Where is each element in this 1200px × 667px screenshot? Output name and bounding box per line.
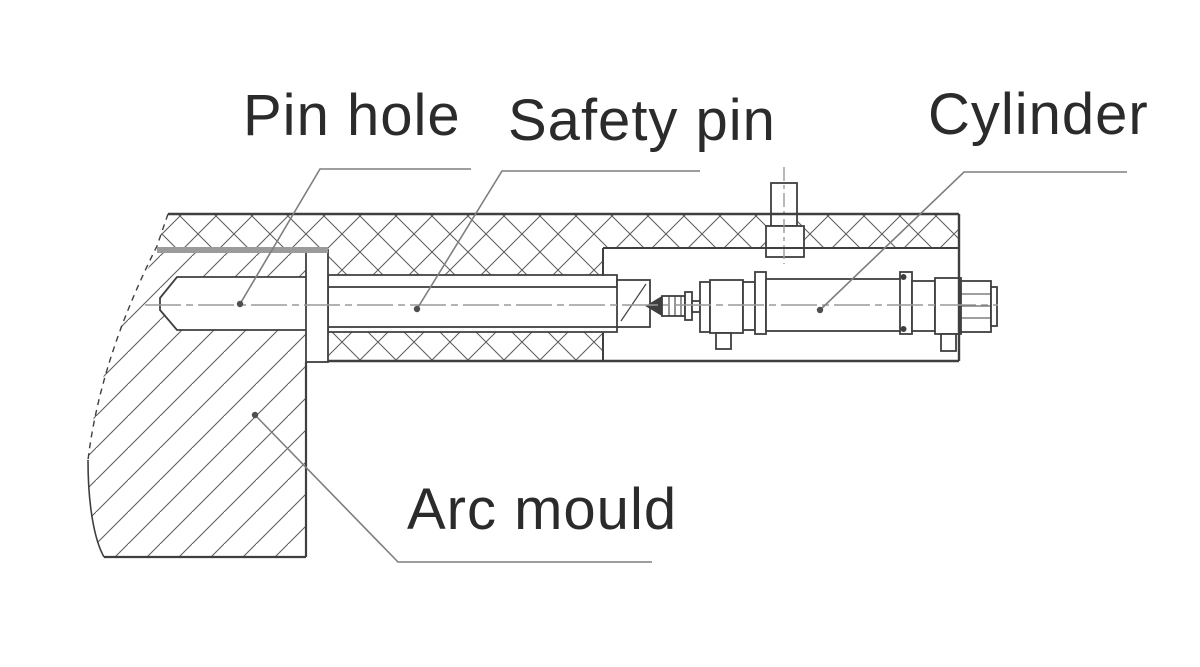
cylinder-front-flange [754, 271, 767, 335]
frame-mid-beam-lower [328, 332, 603, 361]
frame-top-beam-left [157, 214, 328, 247]
frame-outline [87, 212, 961, 559]
leader-lines [239, 168, 1127, 563]
leader-dot-arc-mould [251, 411, 259, 419]
rear-nut-tip [990, 286, 998, 327]
label-cylinder: Cylinder [928, 82, 1149, 147]
front-head-foot [715, 332, 732, 350]
leader-pin-hole [239, 168, 471, 305]
label-safety-pin: Safety pin [508, 88, 776, 153]
coupling-block [709, 279, 744, 334]
pin-retainer-plate [305, 249, 329, 363]
bolt-boss [765, 225, 805, 258]
rear-nut-thread-lines [961, 293, 991, 319]
mould-arc-edge-solid [87, 459, 105, 558]
safety-pin-rod [327, 286, 619, 328]
mould-arc-edge-dashed [87, 213, 169, 461]
leader-dot-safety-pin [413, 305, 421, 313]
rear-cap-foot [940, 333, 957, 352]
rod-neck [691, 300, 701, 313]
cylinder-assembly [616, 271, 998, 352]
mould-gap-band [157, 247, 328, 253]
leader-dot-cylinder [816, 306, 824, 314]
cylinder-rear-flange [899, 271, 913, 335]
cylinder-rear-cap [934, 277, 962, 335]
pin-end-chamfer-line [620, 283, 647, 322]
rod-washer [684, 291, 693, 321]
stud-thread-lines [668, 296, 682, 316]
leader-cylinder [819, 171, 1127, 311]
label-arc-mould: Arc mould [407, 477, 678, 542]
front-tube-stub [742, 281, 756, 331]
leader-safety-pin [416, 170, 700, 310]
leader-dot-pin-hole [236, 300, 244, 308]
flange-bolt-top [900, 274, 907, 280]
frame-mid-beam-upper [328, 214, 603, 276]
leader-arc-mould [254, 414, 652, 563]
leader-dots [236, 300, 824, 419]
safety-pin-shape [159, 249, 619, 363]
coupling-plate [699, 281, 711, 333]
rear-tube [911, 280, 936, 332]
flange-bolt-bottom [900, 326, 907, 332]
label-pin-hole: Pin hole [243, 83, 461, 148]
safety-pin-head [159, 276, 329, 331]
